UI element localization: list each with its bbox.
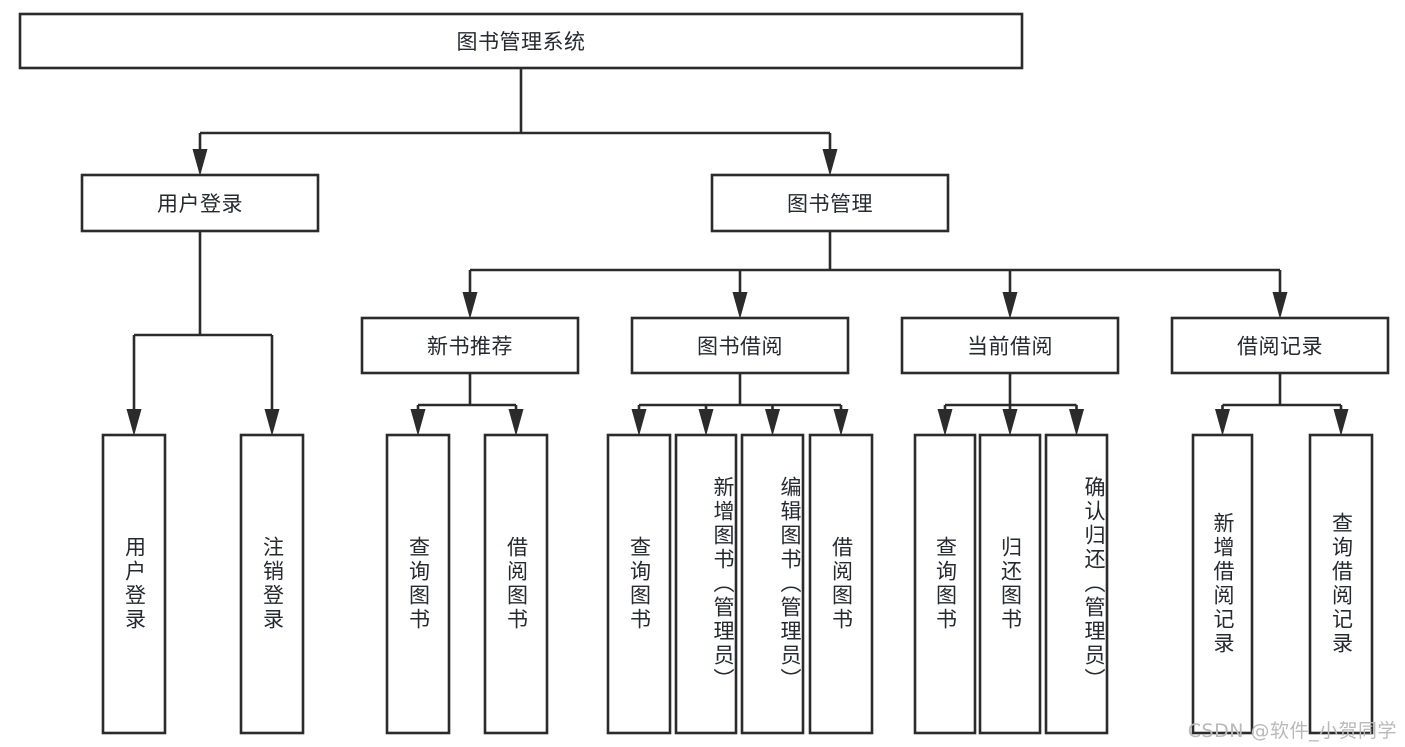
node-box-login-1[interactable]	[101, 433, 167, 735]
arrow-head-icon	[1272, 292, 1288, 319]
node-label-borrow: 图书借阅	[697, 335, 783, 359]
node-box-borrow-3[interactable]	[740, 433, 805, 735]
node-label-login: 用户登录	[157, 192, 243, 216]
node-label-newbook: 新书推荐	[427, 335, 513, 359]
node-box-layer	[18, 12, 1390, 735]
node-box-borrow-2[interactable]	[674, 433, 738, 735]
watermark-credit: CSDN @软件_小贺同学	[1187, 720, 1397, 742]
arrow-head-icon	[631, 409, 647, 436]
arrow-head-icon	[1069, 409, 1084, 436]
node-label-records: 借阅记录	[1237, 335, 1323, 359]
node-box-current[interactable]	[900, 316, 1120, 375]
node-box-root[interactable]	[18, 12, 1024, 70]
arrow-head-icon	[822, 149, 838, 176]
arrow-head-icon	[462, 292, 478, 319]
arrow-head-icon	[1215, 409, 1230, 436]
node-box-login[interactable]	[80, 173, 320, 233]
node-box-borrow-4[interactable]	[808, 433, 874, 735]
node-box-bookmgmt[interactable]	[710, 173, 950, 233]
node-box-borrow[interactable]	[630, 316, 850, 375]
node-box-newbook[interactable]	[360, 316, 580, 375]
node-box-login-2[interactable]	[239, 433, 305, 735]
arrow-head-icon	[937, 409, 953, 436]
arrow-head-icon	[126, 409, 142, 436]
arrow-head-icon	[765, 409, 780, 436]
node-box-current-1[interactable]	[913, 433, 977, 735]
node-box-current-3[interactable]	[1044, 433, 1109, 735]
node-box-records[interactable]	[1170, 316, 1390, 375]
arrow-head-icon	[1333, 409, 1349, 436]
arrow-head-icon	[410, 409, 426, 436]
arrow-head-icon	[508, 409, 524, 436]
node-box-current-2[interactable]	[978, 433, 1042, 735]
arrow-head-icon	[698, 409, 714, 436]
arrow-head-icon	[192, 149, 208, 176]
node-box-newbook-2[interactable]	[483, 433, 549, 735]
node-box-records-1[interactable]	[1191, 433, 1254, 735]
node-box-borrow-1[interactable]	[606, 433, 672, 735]
arrow-head-icon	[833, 409, 849, 436]
arrow-head-icon	[1002, 292, 1018, 319]
arrow-head-icon	[1002, 409, 1018, 436]
arrow-head-icon	[264, 409, 280, 436]
connector-layer	[126, 68, 1349, 436]
arrow-head-icon	[732, 292, 748, 319]
node-box-records-2[interactable]	[1308, 433, 1374, 735]
node-label-current: 当前借阅	[967, 335, 1053, 359]
node-label-root: 图书管理系统	[457, 30, 586, 54]
node-box-newbook-1[interactable]	[385, 433, 451, 735]
node-label-bookmgmt: 图书管理	[787, 192, 873, 216]
